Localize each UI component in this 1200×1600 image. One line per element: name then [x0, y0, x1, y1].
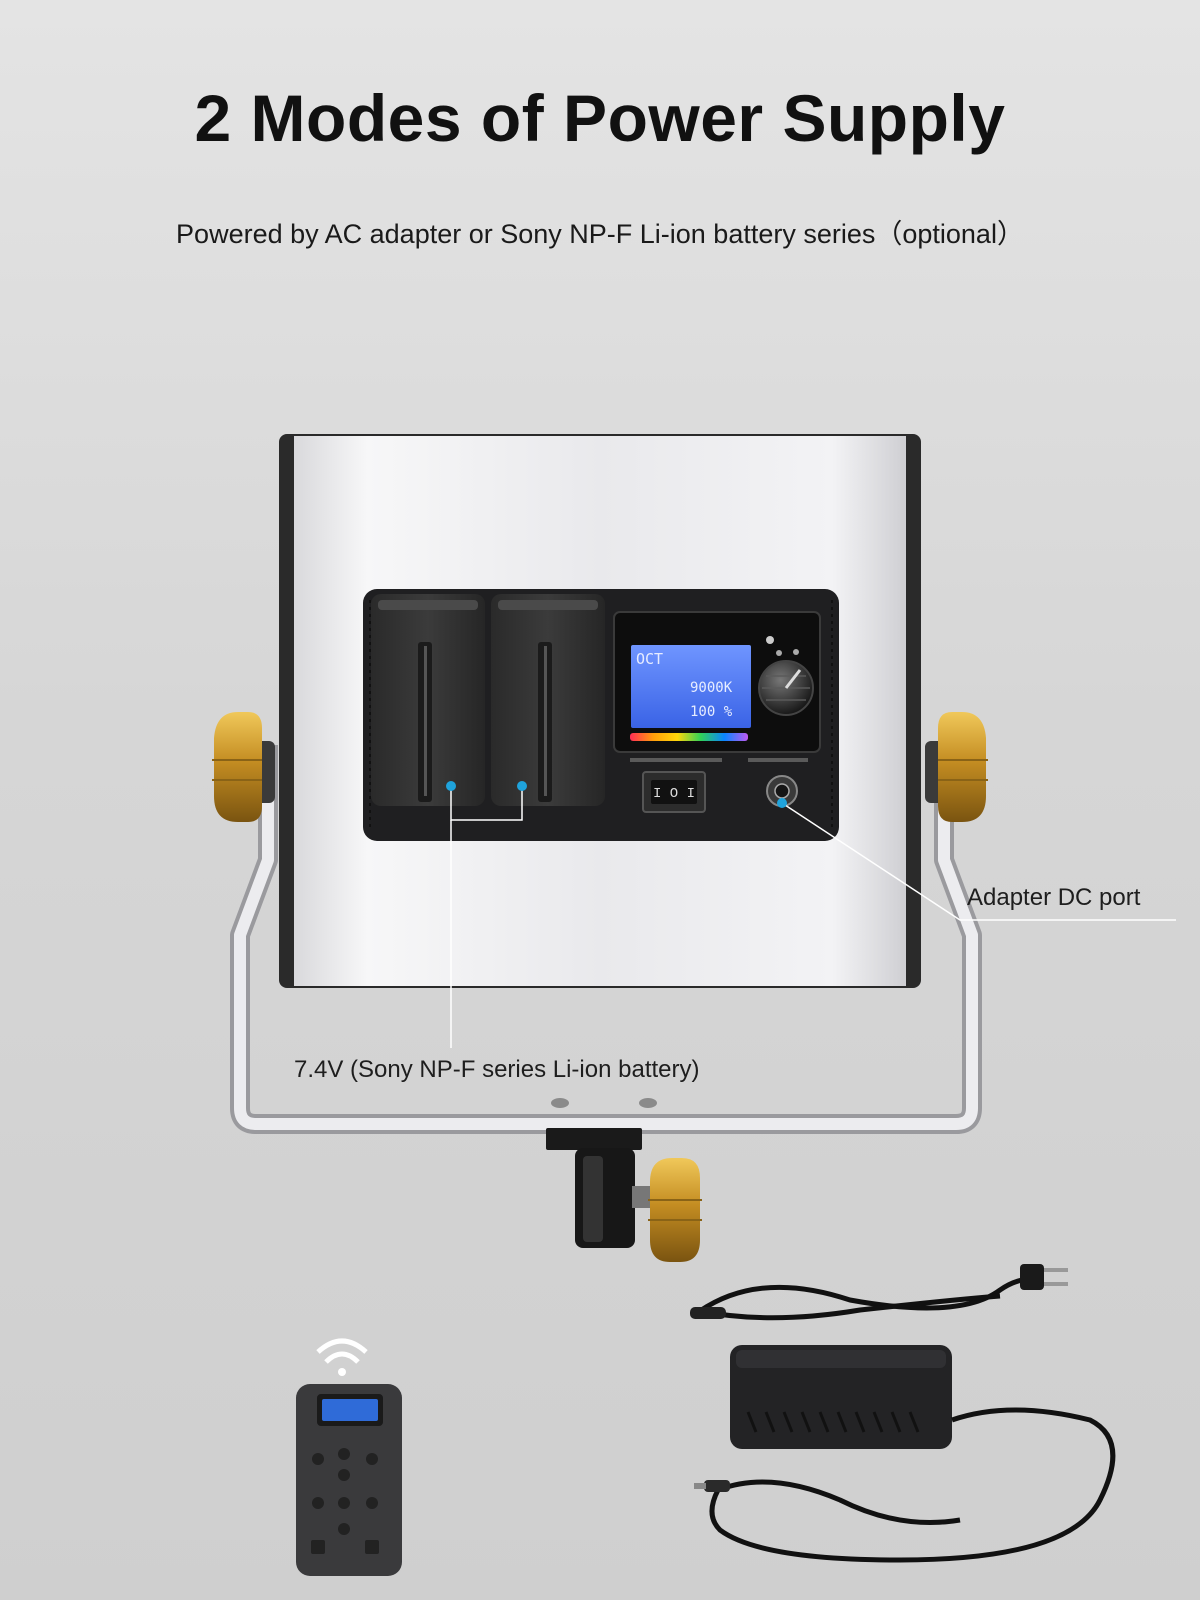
remote-control	[296, 1338, 402, 1576]
lcd-screen	[631, 645, 751, 728]
page-title: 2 Modes of Power Supply	[194, 81, 1006, 155]
right-knob	[925, 712, 988, 822]
dc-port-marker-dot	[777, 798, 787, 808]
callout-battery: 7.4V (Sony NP-F series Li-ion battery)	[294, 1056, 700, 1083]
lcd-mode-label: OCT	[636, 650, 664, 668]
battery-marker-dot	[517, 781, 527, 791]
callout-dc-port: Adapter DC port	[967, 884, 1141, 911]
lcd-brightness: 100 %	[690, 704, 733, 720]
battery-1	[371, 594, 485, 806]
page-subtitle: Powered by AC adapter or Sony NP-F Li-io…	[176, 219, 1024, 249]
lcd-color-temp: 9000K	[690, 680, 733, 696]
battery-marker-dot	[446, 781, 456, 791]
left-knob	[212, 712, 275, 822]
ac-adapter	[690, 1264, 1116, 1563]
battery-2	[491, 594, 605, 806]
callout-leader-battery	[450, 786, 523, 1048]
callout-leader-dc-port	[781, 802, 1176, 921]
stand-mount	[546, 1128, 702, 1262]
svg-text:I O I: I O I	[653, 786, 695, 802]
